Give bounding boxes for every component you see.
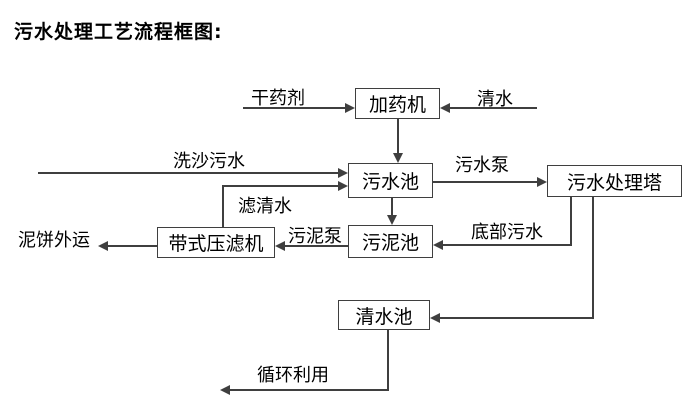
edge-label-sludge-pump: 污泥泵 xyxy=(288,226,342,247)
node-treatment-tower: 污水处理塔 xyxy=(547,165,682,197)
edge-sewage-pump-arrowhead-icon xyxy=(537,177,547,187)
edge-dosing-to-sewage-line xyxy=(397,119,399,153)
edge-sewage-to-sludge-line xyxy=(391,198,393,215)
edge-tower-to-clean-hline xyxy=(440,317,594,319)
diagram-title: 污水处理工艺流程框图: xyxy=(14,21,223,43)
edge-clean-water-line xyxy=(450,107,537,109)
edge-recycle-hline xyxy=(230,389,389,391)
edge-sludge-pump-arrowhead-icon xyxy=(275,241,285,251)
edge-sand-washing-arrowhead-icon xyxy=(338,168,348,178)
edge-sewage-to-sludge-arrowhead-icon xyxy=(387,215,397,225)
edge-label-bottom-sewage: 底部污水 xyxy=(471,222,543,243)
edge-tower-to-clean-arrowhead-icon xyxy=(430,313,440,323)
edge-bottom-sewage-vline xyxy=(570,197,572,246)
node-clean-water-pool: 清水池 xyxy=(338,300,430,330)
edge-sludge-pump-line xyxy=(285,245,348,247)
edge-label-sewage-pump: 污水泵 xyxy=(455,155,509,176)
edge-dry-agent-arrowhead-icon xyxy=(345,103,355,113)
edge-sewage-pump-line xyxy=(433,181,537,183)
node-dosing-machine: 加药机 xyxy=(355,88,440,119)
edge-label-dry-agent: 干药剂 xyxy=(251,88,305,109)
edge-label-sand-washing-sewage: 洗沙污水 xyxy=(173,151,245,172)
edge-label-mud-cake-out: 泥饼外运 xyxy=(18,230,90,251)
edge-recycle-arrowhead-icon xyxy=(220,385,230,395)
edge-sand-washing-line xyxy=(38,172,338,174)
edge-filtered-water-hline xyxy=(222,185,338,187)
edge-mud-cake-line xyxy=(108,245,157,247)
edge-recycle-vline xyxy=(387,330,389,390)
edge-filtered-water-vline xyxy=(222,185,224,227)
edge-filtered-water-arrowhead-icon xyxy=(338,181,348,191)
edge-tower-to-clean-vline xyxy=(592,197,594,318)
node-sewage-pool: 污水池 xyxy=(348,163,433,198)
edge-mud-cake-arrowhead-icon xyxy=(98,241,108,251)
edge-label-clean-water: 清水 xyxy=(477,89,513,110)
edge-bottom-sewage-arrowhead-icon xyxy=(433,240,443,250)
edge-bottom-sewage-hline xyxy=(443,244,571,246)
node-belt-filter-press: 带式压滤机 xyxy=(157,227,275,258)
node-sludge-pool: 污泥池 xyxy=(348,225,433,258)
edge-clean-water-arrowhead-icon xyxy=(440,103,450,113)
edge-label-filtered-water: 滤清水 xyxy=(238,196,292,217)
edge-label-recycle-use: 循环利用 xyxy=(257,365,329,386)
edge-dosing-to-sewage-arrowhead-icon xyxy=(393,153,403,163)
edge-dry-agent-line xyxy=(243,107,345,109)
